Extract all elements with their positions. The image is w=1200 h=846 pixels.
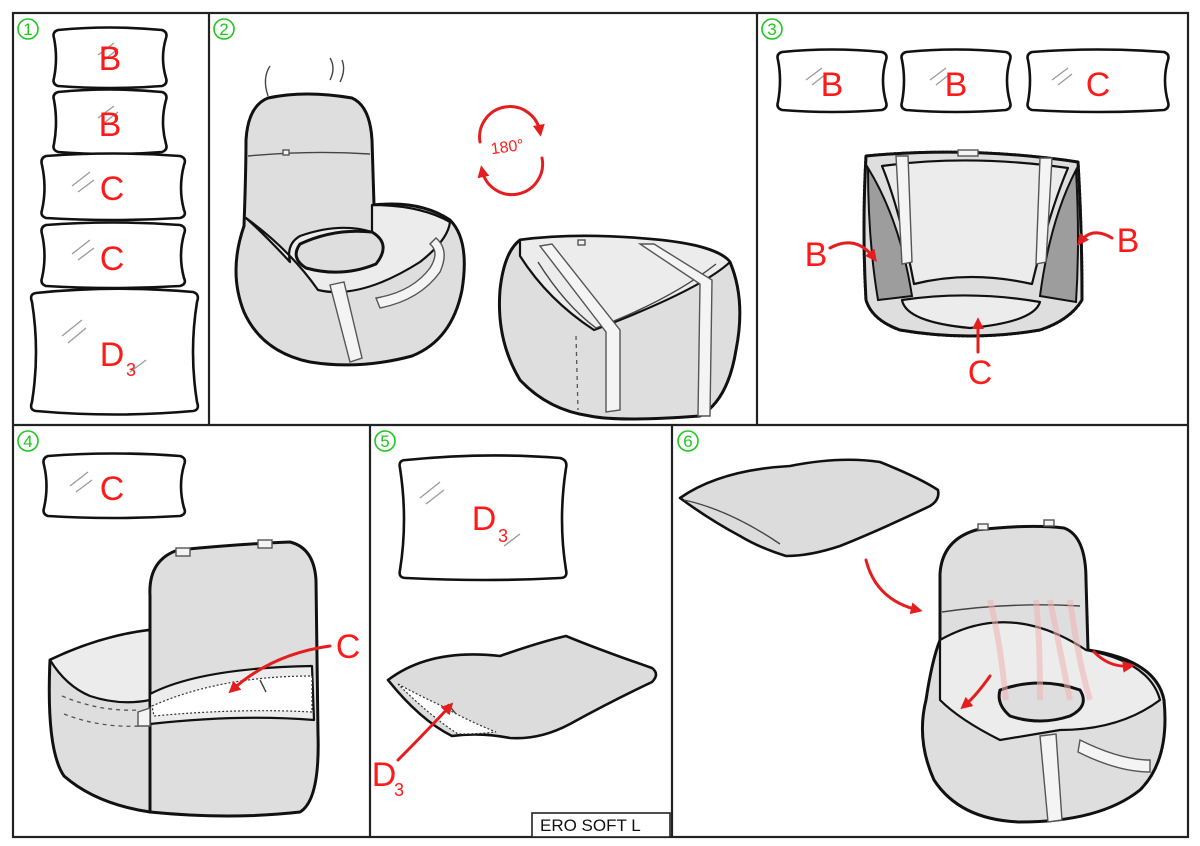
step-number-4: 4 xyxy=(17,430,39,452)
callout-arrow-b-right: B xyxy=(1077,222,1140,260)
pillow-b-4-label: B xyxy=(945,66,968,104)
pillow-b-3-label: B xyxy=(821,66,844,104)
rotate-180-indicator: 180° xyxy=(477,105,545,197)
step-number-1: 1 xyxy=(17,18,39,40)
callout-d3-insert-label: D xyxy=(372,756,397,794)
pillow-d3-1: D 3 xyxy=(29,287,200,416)
step-number-1-text: 1 xyxy=(23,20,32,39)
pillow-c-1: C xyxy=(40,152,187,222)
dog-bed-front xyxy=(234,57,466,367)
step-number-6-text: 6 xyxy=(683,432,692,451)
bed-inverted-frame xyxy=(862,149,1084,338)
dog-bed-final xyxy=(920,519,1167,824)
pillow-d3-1-label: D xyxy=(100,336,125,374)
pillow-b-1-label: B xyxy=(99,40,122,78)
callout-c-bottom-label: C xyxy=(968,354,993,392)
callout-arrow-d3-insert: D 3 xyxy=(372,702,454,800)
dog-bed-rotated xyxy=(497,234,742,421)
step-number-5-text: 5 xyxy=(380,432,389,451)
pillow-b-1: B xyxy=(52,26,168,90)
hand-arrows xyxy=(960,650,1135,710)
step-number-3-text: 3 xyxy=(767,20,776,39)
move-arrow xyxy=(864,558,923,615)
callout-arrow-c-zip: C xyxy=(228,628,361,694)
pillow-b-2-label: B xyxy=(99,106,122,144)
cushion-closed xyxy=(678,458,940,558)
callout-b-left-label: B xyxy=(805,236,828,274)
pillow-c-4-label: C xyxy=(100,470,125,508)
step-number-3: 3 xyxy=(761,18,783,40)
pillow-d3-2-label: D xyxy=(472,500,497,538)
pillow-b-2: B xyxy=(52,88,168,156)
callout-c-zip-label: C xyxy=(336,628,361,666)
callout-arrow-b-left: B xyxy=(805,236,877,274)
pillow-c-3-label: C xyxy=(1086,66,1111,104)
dog-bed-base-open xyxy=(47,539,320,818)
pillow-c-1-label: C xyxy=(100,170,125,208)
pillow-d3-2: D 3 xyxy=(398,454,568,582)
step-number-6: 6 xyxy=(677,430,699,452)
pillow-d3-2-subscript: 3 xyxy=(498,526,508,546)
step-number-2: 2 xyxy=(213,18,235,40)
pillow-c-2: C xyxy=(40,221,187,290)
pillow-d3-1-subscript: 3 xyxy=(126,360,136,380)
step-number-2-text: 2 xyxy=(219,20,228,39)
product-name-text: ERO SOFT L xyxy=(540,816,641,835)
rotate-180-label: 180° xyxy=(490,137,525,158)
pillow-c-4: C xyxy=(42,452,187,520)
product-label: ERO SOFT L xyxy=(531,812,671,838)
pillow-b-4: B xyxy=(900,48,1012,114)
callout-arrow-c-bottom: C xyxy=(968,317,993,392)
pillow-b-3: B xyxy=(776,48,888,114)
step-number-5: 5 xyxy=(374,430,396,452)
cushion-cover-open xyxy=(386,634,658,740)
pillow-c-2-label: C xyxy=(100,240,125,278)
pillow-c-3: C xyxy=(1026,48,1170,114)
step-number-4-text: 4 xyxy=(23,432,32,451)
callout-b-right-label: B xyxy=(1117,222,1140,260)
callout-d3-insert-subscript: 3 xyxy=(394,780,404,800)
